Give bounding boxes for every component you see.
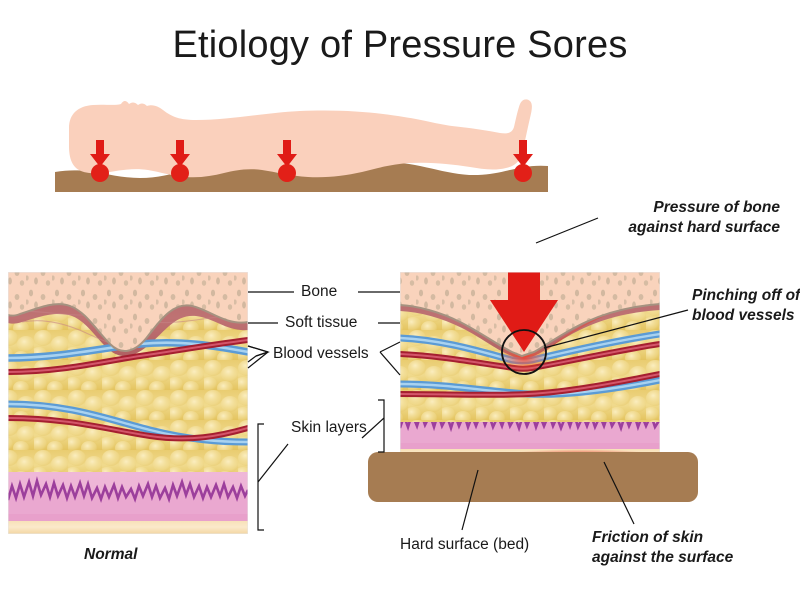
label-pinching-off-line1: Pinching off of [692, 287, 800, 304]
blood-vessels-lower-right [400, 371, 660, 398]
label-blood-vessels: Blood vessels [273, 345, 369, 362]
label-pressure-of-bone-line1: Pressure of bone [653, 199, 780, 216]
pressure-point-markers [90, 140, 533, 182]
pinch-point-circle-icon [501, 329, 547, 375]
hard-surface-bed-block [368, 452, 698, 502]
label-skin-layers: Skin layers [291, 419, 367, 436]
label-pressure-of-bone: Pressure of bone against hard surface [556, 198, 780, 238]
normal-tissue-cross-section [8, 272, 248, 534]
label-hard-surface: Hard surface (bed) [400, 536, 530, 553]
label-soft-tissue: Soft tissue [285, 314, 358, 331]
label-pressure-of-bone-line2: against hard surface [628, 218, 780, 236]
label-pinching-off-line2: blood vessels [692, 306, 795, 324]
pressure-point-dot-icon [514, 164, 532, 182]
leader-lines [247, 217, 689, 531]
pressure-point-dot-icon [278, 164, 296, 182]
compressed-tissue-cross-section [400, 272, 660, 462]
blood-vessels-lower-left [8, 400, 248, 446]
label-normal: Normal [84, 545, 137, 565]
down-arrow-icon [170, 140, 190, 167]
pressure-point-dot-icon [91, 164, 109, 182]
pressure-point-dot-icon [171, 164, 189, 182]
body-on-bed-illustration [55, 99, 548, 192]
down-arrow-icon [277, 140, 297, 167]
label-friction-of-skin-line2: against the surface [592, 548, 734, 566]
down-arrow-icon [90, 140, 110, 167]
label-normal-text: Normal [84, 546, 138, 563]
label-pinching-off: Pinching off of blood vessels [692, 286, 800, 326]
page-title: Etiology of Pressure Sores [172, 24, 628, 66]
label-friction-of-skin: Friction of skin against the surface [592, 528, 733, 568]
large-down-arrow-icon [490, 272, 558, 352]
label-friction-of-skin-line1: Friction of skin [592, 529, 704, 546]
down-arrow-icon [513, 140, 533, 167]
supine-body-silhouette [69, 99, 532, 178]
label-bone: Bone [301, 283, 338, 300]
